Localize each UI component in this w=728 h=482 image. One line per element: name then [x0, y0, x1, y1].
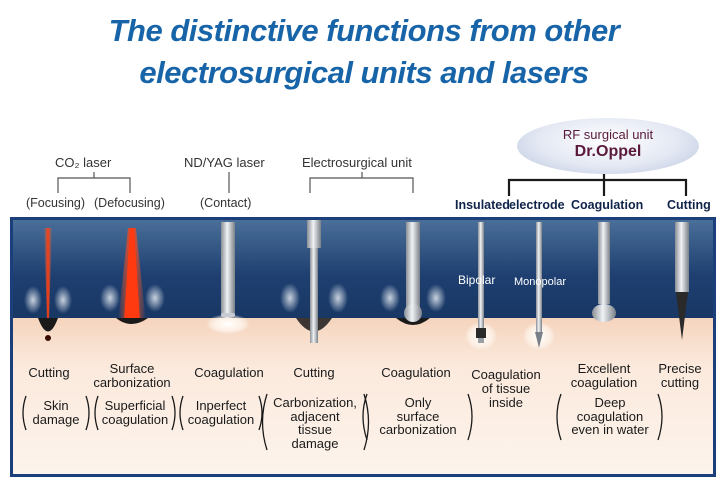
- rf-cutting-electrode: [675, 222, 689, 292]
- monopolar-electrode: [536, 222, 542, 334]
- description-3: Inperfect coagulation: [187, 398, 255, 427]
- rf-unit-label: RF surgical unit: [562, 127, 654, 142]
- ndyag-rod: [221, 222, 235, 318]
- description-2: Superficial coagulation: [101, 398, 169, 427]
- bipolar-electrode: [478, 222, 484, 334]
- tool-label-electrode: electrode: [509, 198, 565, 212]
- rf-unit-oval: [517, 118, 699, 174]
- tool-label-cutting: Cutting: [667, 198, 711, 212]
- contact-label: (Contact): [200, 196, 252, 210]
- esu-cutting-handle: [307, 220, 321, 248]
- monopolar-label: Monopolar: [514, 276, 566, 288]
- co2-laser-label: CO₂ laser: [55, 155, 112, 170]
- tool-label-insulated: Insulated: [455, 198, 510, 212]
- description-6: Deep coagulation even in water: [571, 395, 649, 437]
- ndyag-laser-label: ND/YAG laser: [184, 155, 265, 170]
- result-3: Coagulation: [194, 365, 264, 380]
- esu-ball-electrode: [406, 222, 420, 310]
- bracket-lines: [57, 172, 688, 196]
- title-line-1: The distinctive functions from other: [108, 13, 620, 48]
- electrosurgical-unit-label: Electrosurgical unit: [302, 155, 412, 170]
- title-line-2: electrosurgical units and lasers: [139, 55, 589, 90]
- result-6: Coagulation of tissue inside: [471, 367, 541, 410]
- co2-focus-beam: [44, 228, 52, 320]
- description-4: Carbonization, adjacent tissue damage: [273, 395, 357, 451]
- result-8: Precise cutting: [658, 361, 702, 390]
- result-5: Coagulation: [381, 365, 451, 380]
- result-7: Excellent coagulation: [570, 361, 638, 390]
- defocusing-label: (Defocusing): [94, 196, 165, 210]
- focusing-label: (Focusing): [26, 196, 86, 210]
- result-1: Cutting: [28, 365, 70, 380]
- description-1: Skin damage: [32, 398, 80, 427]
- rf-coagulation-electrode: [598, 222, 610, 304]
- tool-label-coagulation: Coagulation: [571, 198, 644, 212]
- bipolar-label: Bipolar: [458, 273, 496, 287]
- dr-oppel-label: Dr.Oppel: [574, 143, 642, 160]
- result-4: Cutting: [293, 365, 335, 380]
- result-2: Surface carbonization: [93, 361, 171, 390]
- description-5: Only surface carbonization: [379, 395, 457, 437]
- tissue-layer: [13, 318, 713, 474]
